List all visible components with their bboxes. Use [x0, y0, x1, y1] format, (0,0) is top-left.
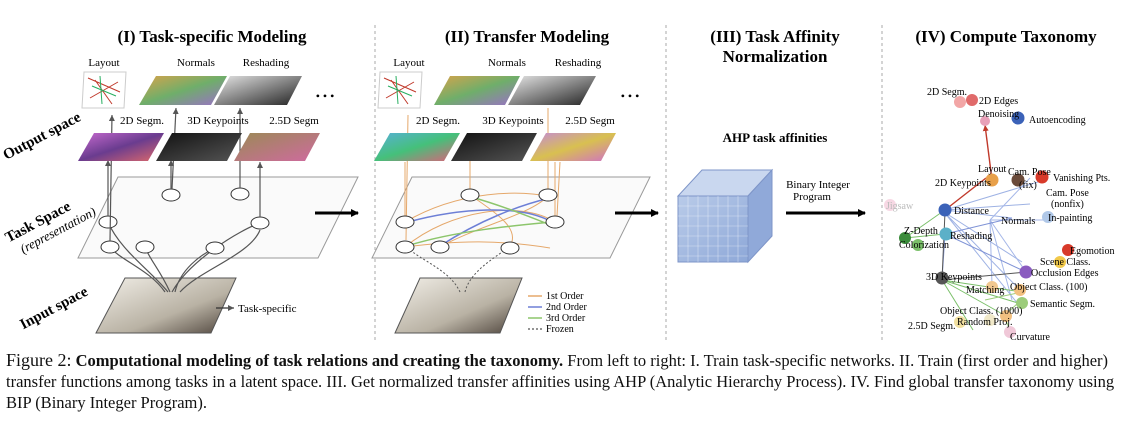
side-label-output: Output space: [1, 109, 84, 163]
figure-label: Figure 2:: [6, 350, 72, 370]
caption-body: From left to right: I. Train task-specif…: [6, 351, 1115, 412]
task-plane-1: [77, 176, 359, 259]
node-cam-pose-fix-sub: (fix): [1019, 180, 1037, 191]
node-random-proj: Random Proj.: [957, 317, 1013, 328]
panel-title-2: (II) Transfer Modeling: [445, 27, 610, 46]
label-25d-segm-1: 2.5D Segm: [269, 115, 319, 127]
label-reshading-1: Reshading: [243, 57, 290, 69]
label-3d-keypoints-1: 3D Keypoints: [187, 115, 248, 127]
legend-1st-order: 1st Order: [546, 291, 584, 302]
node-egomotion: Egomotion: [1070, 246, 1114, 257]
output-25d-segm-2: [530, 133, 616, 161]
node-z-depth: Z-Depth: [904, 226, 938, 237]
taxonomy-node-dots: [884, 94, 1074, 338]
ahp-label: AHP task affinities: [723, 130, 828, 145]
node-distance: Distance: [954, 206, 990, 217]
node-vanishing-pts: Vanishing Pts.: [1053, 173, 1110, 184]
transfer-legend: 1st Order 2nd Order 3rd Order Frozen: [528, 291, 587, 335]
panel-3: AHP task affinities Binary Integer Progr…: [676, 130, 866, 264]
node-25d-segm: 2.5D Segm.: [908, 321, 956, 332]
encoder-curves-1: [107, 221, 261, 293]
output-2d-segm-1: [78, 133, 164, 161]
label-layout-1: Layout: [88, 57, 119, 69]
caption-title: Computational modeling of task relations…: [75, 351, 564, 370]
node-2d-segm: 2D Segm.: [927, 87, 967, 98]
label-normals-1: Normals: [177, 57, 215, 69]
legend-frozen: Frozen: [546, 324, 574, 335]
node-semantic-segm: Semantic Segm.: [1030, 299, 1095, 310]
node-autoencoding: Autoencoding: [1029, 115, 1086, 126]
node-colorization: Colorization: [899, 240, 949, 251]
figure-2-diagram: (I) Task-specific Modeling (II) Transfer…: [1, 25, 1114, 343]
node-reshading: Reshading: [950, 231, 992, 242]
node-cam-pose-fix: Cam. Pose: [1008, 167, 1051, 178]
node-object-class-100: Object Class. (100): [1010, 282, 1088, 293]
first-order-transfers: [404, 192, 556, 249]
label-reshading-2: Reshading: [555, 57, 602, 69]
node-matching: Matching: [966, 285, 1004, 296]
node-occlusion-edges: Occlusion Edges: [1031, 268, 1099, 279]
label-normals-2: Normals: [488, 57, 526, 69]
output-25d-segm-1: [234, 133, 320, 161]
task-specific-legend-label: Task-specific: [238, 303, 297, 315]
node-cam-pose-nonfix: Cam. Pose: [1046, 188, 1089, 199]
ellipsis-1: • • •: [316, 89, 335, 103]
panel-title-3-line2: Normalization: [723, 47, 828, 66]
taxonomy-edges: [904, 124, 1045, 331]
input-image-2: [394, 277, 523, 334]
panel-4-taxonomy: 2D Segm. 2D Edges Denoising Autoencoding…: [884, 87, 1114, 343]
output-reshading-2: [508, 76, 596, 105]
ellipsis-2: • • •: [621, 89, 640, 103]
node-normals: Normals: [1001, 216, 1036, 227]
panel-title-3-line1: (III) Task Affinity: [710, 27, 840, 46]
label-2d-segm-1: 2D Segm.: [120, 115, 164, 127]
input-image-1: [95, 277, 237, 334]
label-3d-keypoints-2: 3D Keypoints: [482, 115, 543, 127]
figure-caption: Figure 2: Computational modeling of task…: [6, 350, 1130, 413]
output-normals-1: [139, 76, 227, 105]
bip-label-line2: Program: [793, 191, 831, 203]
node-jigsaw: Jigsaw: [886, 201, 914, 212]
output-2d-segm-2: [374, 133, 460, 161]
panel-2: Layout Normals Reshading • • • 2D Segm. …: [371, 57, 651, 335]
second-order-transfers: [407, 197, 553, 247]
node-cam-pose-nonfix-sub: (nonfix): [1051, 199, 1084, 210]
output-layout-2: [377, 71, 423, 109]
node-curvature: Curvature: [1010, 332, 1051, 343]
legend-3rd-order: 3rd Order: [546, 313, 586, 324]
node-2d-edges: 2D Edges: [979, 96, 1018, 107]
bip-label-line1: Binary Integer: [786, 179, 850, 191]
label-25d-segm-2: 2.5D Segm: [565, 115, 615, 127]
panel-1: Task-specific Layout Normals Reshading •…: [77, 57, 359, 334]
label-2d-segm-2: 2D Segm.: [416, 115, 460, 127]
node-layout: Layout: [978, 164, 1007, 175]
legend-2nd-order: 2nd Order: [546, 302, 587, 313]
label-layout-2: Layout: [393, 57, 424, 69]
node-3d-keypoints: 3D Keypoints: [926, 272, 982, 283]
output-3d-keypoints-1: [156, 133, 242, 161]
output-reshading-1: [214, 76, 302, 105]
node-scene-class: Scene Class.: [1040, 257, 1091, 268]
output-3d-keypoints-2: [451, 133, 537, 161]
node-2d-keypoints: 2D Keypoints: [935, 178, 991, 189]
node-denoising: Denoising: [978, 109, 1019, 120]
panel-title-4: (IV) Compute Taxonomy: [915, 27, 1097, 46]
node-in-painting: In-painting: [1048, 213, 1092, 224]
output-normals-2: [434, 76, 520, 105]
output-layout-1: [81, 71, 127, 109]
panel-title-1: (I) Task-specific Modeling: [118, 27, 307, 46]
node-object-class-1000: Object Class. (1000): [940, 306, 1023, 317]
side-label-input: Input space: [17, 284, 91, 333]
affinity-cube: [676, 168, 774, 264]
